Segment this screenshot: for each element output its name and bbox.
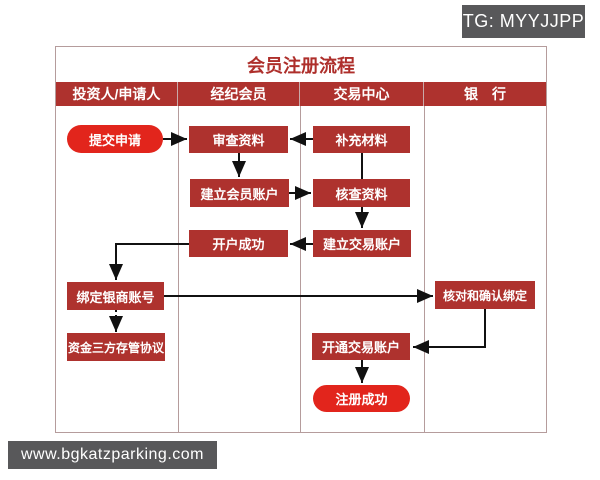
lane-header-investor: 投资人/申请人 [56,82,178,106]
lane-divider-2 [300,106,301,432]
lane-header-broker-member: 经纪会员 [178,82,300,106]
node-create-member-account: 建立会员账户 [190,179,289,207]
arrow-confirm-to-activate [413,309,486,354]
lane-header-bank: 银 行 [464,86,506,102]
tg-watermark-badge: TG: MYYJJPP [462,5,585,38]
lane-divider-1 [178,106,179,432]
node-supplement-materials: 补充材料 [313,126,410,153]
node-create-trading-account: 建立交易账户 [313,230,411,257]
node-verify-confirm-binding: 核对和确认绑定 [435,281,535,309]
swimlane-header-row: 投资人/申请人 经纪会员 交易中心 银 行 [56,82,546,106]
node-review-materials: 审查资料 [189,126,288,153]
page-title: 会员注册流程 [247,55,355,76]
node-register-success: 注册成功 [313,385,410,412]
node-activate-trading-account: 开通交易账户 [312,333,410,360]
arrow-open-success-to-bind [109,243,189,280]
lane-header-trading-center: 交易中心 [300,82,424,106]
site-watermark-badge: www.bgkatzparking.com [8,441,217,469]
tg-watermark-text: TG: MYYJJPP [462,11,585,31]
node-bind-bank-account: 绑定银商账号 [67,282,164,310]
node-tripartite-custody-agreement: 资金三方存管协议 [67,333,165,361]
node-submit-application: 提交申请 [67,125,163,153]
node-account-open-success: 开户成功 [189,230,288,257]
site-watermark-text: www.bgkatzparking.com [20,446,204,463]
swimlane-table: 会员注册流程 投资人/申请人 经纪会员 交易中心 银 行 [55,46,547,433]
node-verify-materials: 核查资料 [313,179,410,207]
lane-divider-3 [424,106,425,432]
